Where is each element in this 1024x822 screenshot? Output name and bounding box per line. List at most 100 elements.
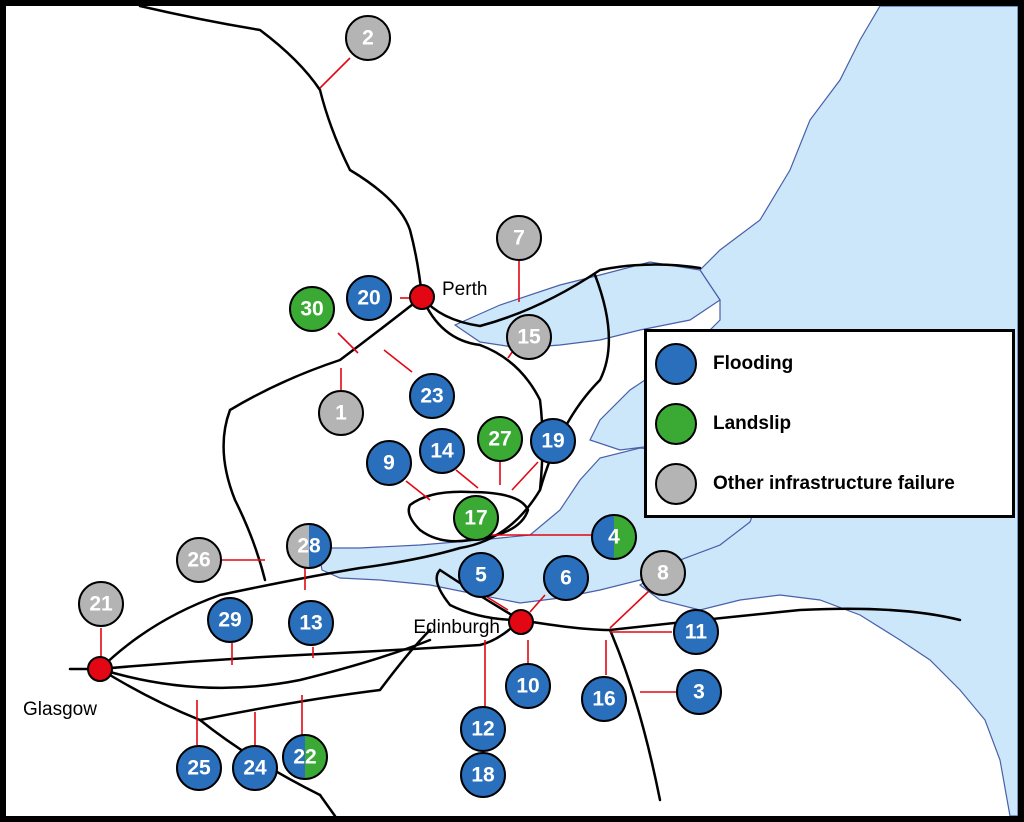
- incident-marker-24[interactable]: 24: [232, 745, 278, 791]
- connector-line-1: [319, 57, 351, 89]
- incident-label-5: 5: [475, 564, 487, 587]
- connector-line-5: [383, 349, 413, 373]
- incident-label-12: 12: [471, 718, 494, 741]
- incident-label-24: 24: [243, 757, 267, 780]
- incident-marker-9[interactable]: 9: [366, 440, 412, 486]
- legend-item-other: Other infrastructure failure: [655, 462, 955, 506]
- incident-label-13: 13: [299, 612, 322, 635]
- incident-28-right-half: [309, 524, 331, 568]
- connector-line-4: [337, 332, 359, 354]
- city-label-perth: Perth: [442, 279, 487, 300]
- road-11: [608, 628, 662, 802]
- incident-4-outline: [591, 514, 637, 560]
- incident-marker-8[interactable]: 8: [640, 550, 686, 596]
- incident-marker-27[interactable]: 27: [477, 416, 523, 462]
- incident-marker-6[interactable]: 6: [543, 555, 589, 601]
- incident-marker-18[interactable]: 18: [460, 752, 506, 798]
- incident-9-circle: [366, 440, 412, 486]
- city-marker-glasgow[interactable]: [87, 656, 113, 682]
- incident-marker-15[interactable]: 15: [506, 314, 552, 360]
- incident-marker-12[interactable]: 12: [460, 706, 506, 752]
- incident-28-left-half: [287, 524, 309, 568]
- incident-marker-10[interactable]: 10: [505, 663, 551, 709]
- incident-label-2: 2: [362, 27, 374, 50]
- incident-22-outline: [282, 734, 328, 780]
- incident-label-8: 8: [657, 562, 669, 585]
- city-marker-edinburgh[interactable]: [508, 609, 534, 635]
- incident-30-circle: [289, 286, 335, 332]
- incident-label-27: 27: [488, 428, 511, 451]
- incident-marker-1[interactable]: 1: [318, 390, 364, 436]
- incident-7-circle: [496, 215, 542, 261]
- incident-10-circle: [505, 663, 551, 709]
- road-8: [518, 607, 962, 632]
- incident-8-circle: [640, 550, 686, 596]
- incident-marker-21[interactable]: 21: [78, 581, 124, 627]
- incident-label-14: 14: [430, 440, 454, 463]
- connector-line-14: [529, 594, 546, 613]
- incident-15-circle: [506, 314, 552, 360]
- incident-1-circle: [318, 390, 364, 436]
- incident-4-left-half: [592, 515, 614, 559]
- incident-5-circle: [458, 552, 504, 598]
- legend-item-flooding: Flooding: [655, 342, 793, 386]
- incident-marker-20[interactable]: 20: [346, 275, 392, 321]
- connector-line-15: [609, 589, 651, 629]
- incident-28-outline: [286, 523, 332, 569]
- incident-label-22: 22: [293, 746, 316, 769]
- incident-marker-7[interactable]: 7: [496, 215, 542, 261]
- incident-marker-5[interactable]: 5: [458, 552, 504, 598]
- incident-marker-16[interactable]: 16: [581, 676, 627, 722]
- landslip-swatch-icon: [655, 403, 697, 445]
- incident-marker-22[interactable]: 22: [282, 734, 328, 780]
- incident-24-circle: [232, 745, 278, 791]
- incident-12-circle: [460, 706, 506, 752]
- incident-marker-19[interactable]: 19: [530, 418, 576, 464]
- incident-19-circle: [530, 418, 576, 464]
- road-14: [318, 793, 337, 816]
- incident-13-circle: [288, 600, 334, 646]
- incident-marker-3[interactable]: 3: [676, 669, 722, 715]
- incident-marker-2[interactable]: 2: [345, 15, 391, 61]
- incident-marker-13[interactable]: 13: [288, 600, 334, 646]
- city-label-glasgow: Glasgow: [23, 699, 97, 720]
- incident-label-10: 10: [516, 675, 539, 698]
- city-marker-perth[interactable]: [409, 284, 435, 310]
- flooding-swatch-icon: [655, 343, 697, 385]
- incident-label-23: 23: [420, 385, 443, 408]
- incident-26-circle: [176, 537, 222, 583]
- incident-label-9: 9: [383, 452, 395, 475]
- incident-marker-14[interactable]: 14: [419, 428, 465, 474]
- incident-marker-30[interactable]: 30: [289, 286, 335, 332]
- incident-22-right-half: [305, 735, 327, 779]
- incident-marker-4[interactable]: 4: [591, 514, 637, 560]
- incident-marker-26[interactable]: 26: [176, 537, 222, 583]
- road-1: [138, 6, 424, 299]
- incident-marker-11[interactable]: 11: [673, 609, 719, 655]
- incident-marker-23[interactable]: 23: [409, 373, 455, 419]
- connector-line-8: [405, 480, 431, 501]
- incident-3-circle: [676, 669, 722, 715]
- incident-label-20: 20: [357, 287, 380, 310]
- incident-label-7: 7: [513, 227, 525, 250]
- incident-marker-25[interactable]: 25: [176, 745, 222, 791]
- incident-label-21: 21: [89, 593, 113, 616]
- incident-label-19: 19: [541, 430, 564, 453]
- incident-marker-17[interactable]: 17: [453, 495, 499, 541]
- incident-22-left-half: [283, 735, 305, 779]
- incident-6-circle: [543, 555, 589, 601]
- incident-label-4: 4: [608, 526, 620, 549]
- incident-2-circle: [345, 15, 391, 61]
- incident-27-circle: [477, 416, 523, 462]
- road-7: [68, 618, 522, 671]
- incident-label-26: 26: [187, 549, 210, 572]
- road-13: [198, 628, 432, 722]
- legend-item-landslip: Landslip: [655, 402, 791, 446]
- legend-label-landslip: Landslip: [713, 413, 792, 434]
- incident-14-circle: [419, 428, 465, 474]
- incident-label-3: 3: [693, 681, 705, 704]
- incident-marker-29[interactable]: 29: [207, 597, 253, 643]
- incident-label-16: 16: [592, 688, 615, 711]
- incident-marker-28[interactable]: 28: [286, 523, 332, 569]
